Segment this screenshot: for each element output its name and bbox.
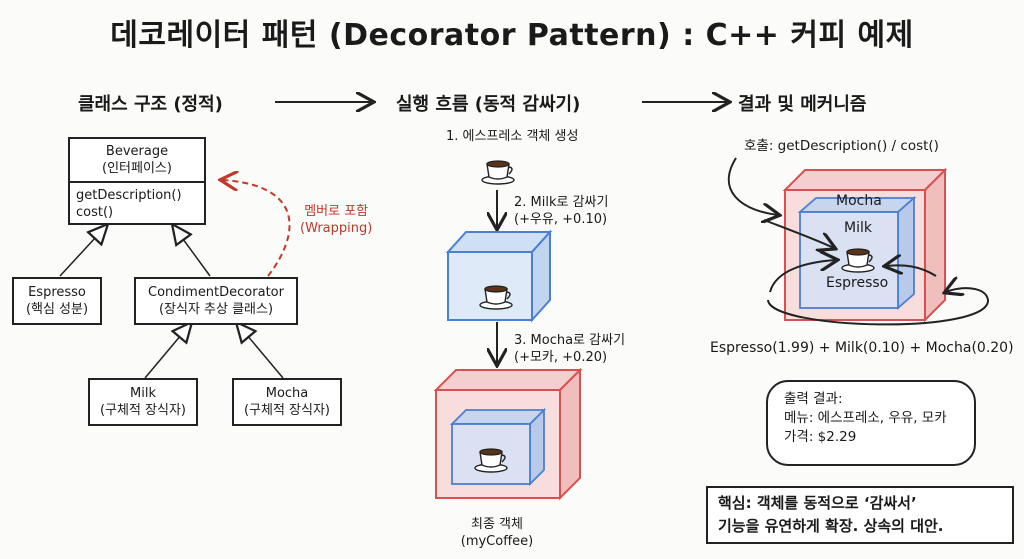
flow-step-2-line: (+우유, +0.10)	[514, 212, 608, 227]
cost-formula: Espresso(1.99) + Milk(0.10) + Mocha(0.20…	[710, 340, 1014, 356]
condiment-kind: (장식자 추상 클래스)	[158, 302, 274, 317]
section-flow: 실행 흐름 (동적 감싸기)	[396, 94, 581, 115]
call-arrow-inner	[769, 260, 836, 293]
page-title: 데코레이터 패턴 (Decorator Pattern) : C++ 커피 예제	[110, 18, 914, 53]
beverage-method: cost()	[76, 205, 114, 220]
espresso-kind: (핵심 성분)	[25, 302, 89, 317]
key-summary-box: 핵심: 객체를 동적으로 ‘감싸서’ 기능을 유연하게 확장. 상속의 대안.	[706, 486, 1014, 544]
milk-name: Milk	[130, 386, 156, 401]
uml-mocha: Mocha (구체적 장식자)	[232, 378, 342, 426]
espresso-name: Espresso	[28, 285, 86, 300]
inherit-mocha	[236, 322, 284, 379]
flow-step-1: 1. 에스프레소 객체 생성	[446, 129, 579, 144]
uml-milk: Milk (구체적 장식자)	[88, 378, 198, 426]
beverage-name: Beverage	[105, 144, 169, 159]
inherit-condiment	[172, 224, 211, 277]
mocha-cube-icon	[433, 367, 583, 501]
milk-cube-icon	[445, 229, 553, 323]
beverage-method: getDescription()	[76, 188, 182, 203]
return-arrow-inner	[886, 265, 937, 277]
flow-final-line: 최종 객체	[471, 517, 523, 532]
output-menu: 메뉴: 에스프레소, 우유, 모카	[784, 410, 947, 426]
uml-condiment-decorator: CondimentDecorator (장식자 추상 클래스)	[134, 277, 298, 325]
beverage-kind: (인터페이스)	[102, 161, 172, 176]
flow-step-3: 3. Mocha로 감싸기 (+모카, +0.20)	[514, 332, 625, 366]
layer-espresso-label: Espresso	[826, 275, 889, 291]
section-structure: 클래스 구조 (정적)	[78, 94, 223, 115]
uml-espresso: Espresso (핵심 성분)	[12, 277, 102, 325]
call-label: 호출: getDescription() / cost()	[744, 138, 939, 154]
output-heading: 출력 결과:	[784, 391, 843, 407]
member-label: 멤버로 포함 (Wrapping)	[300, 203, 372, 237]
member-arrow	[222, 180, 291, 277]
layer-milk-label: Milk	[844, 220, 872, 236]
layer-mocha-label: Mocha	[836, 193, 882, 209]
return-arrow	[767, 288, 990, 326]
inherit-milk	[144, 322, 192, 379]
output-price: 가격: $2.29	[784, 429, 857, 445]
coffee-cup-icon-2	[479, 285, 513, 310]
flow-step-2-line: 2. Milk로 감싸기	[514, 195, 609, 210]
flow-final-line: (myCoffee)	[460, 534, 534, 549]
flow-final: 최종 객체 (myCoffee)	[454, 516, 540, 550]
section-result: 결과 및 메커니즘	[738, 94, 867, 115]
inherit-espresso	[59, 224, 108, 277]
condiment-name: CondimentDecorator	[148, 285, 284, 300]
member-label-line: (Wrapping)	[300, 221, 373, 236]
call-arrow-middle	[763, 219, 834, 248]
flow-step-3-line: (+모카, +0.20)	[514, 350, 608, 365]
mocha-name: Mocha	[265, 386, 309, 401]
milk-kind: (구체적 장식자)	[99, 403, 187, 418]
member-label-line: 멤버로 포함	[304, 204, 369, 219]
call-arrow-outer	[727, 157, 778, 215]
coffee-cup-icon-3	[474, 448, 508, 473]
key-summary-line: 기능을 유연하게 확장. 상속의 대안.	[718, 517, 944, 535]
mocha-kind: (구체적 장식자)	[243, 403, 331, 418]
key-summary-line: 핵심: 객체를 동적으로 ‘감싸서’	[718, 494, 917, 512]
uml-beverage: Beverage (인터페이스) getDescription() cost()	[68, 137, 206, 225]
coffee-cup-icon-1	[481, 160, 515, 185]
coffee-cup-icon-4	[841, 248, 875, 273]
flow-step-3-line: 3. Mocha로 감싸기	[514, 333, 626, 348]
flow-step-2: 2. Milk로 감싸기 (+우유, +0.10)	[514, 194, 608, 228]
output-bubble: 출력 결과: 메뉴: 에스프레소, 우유, 모카 가격: $2.29	[766, 380, 976, 466]
